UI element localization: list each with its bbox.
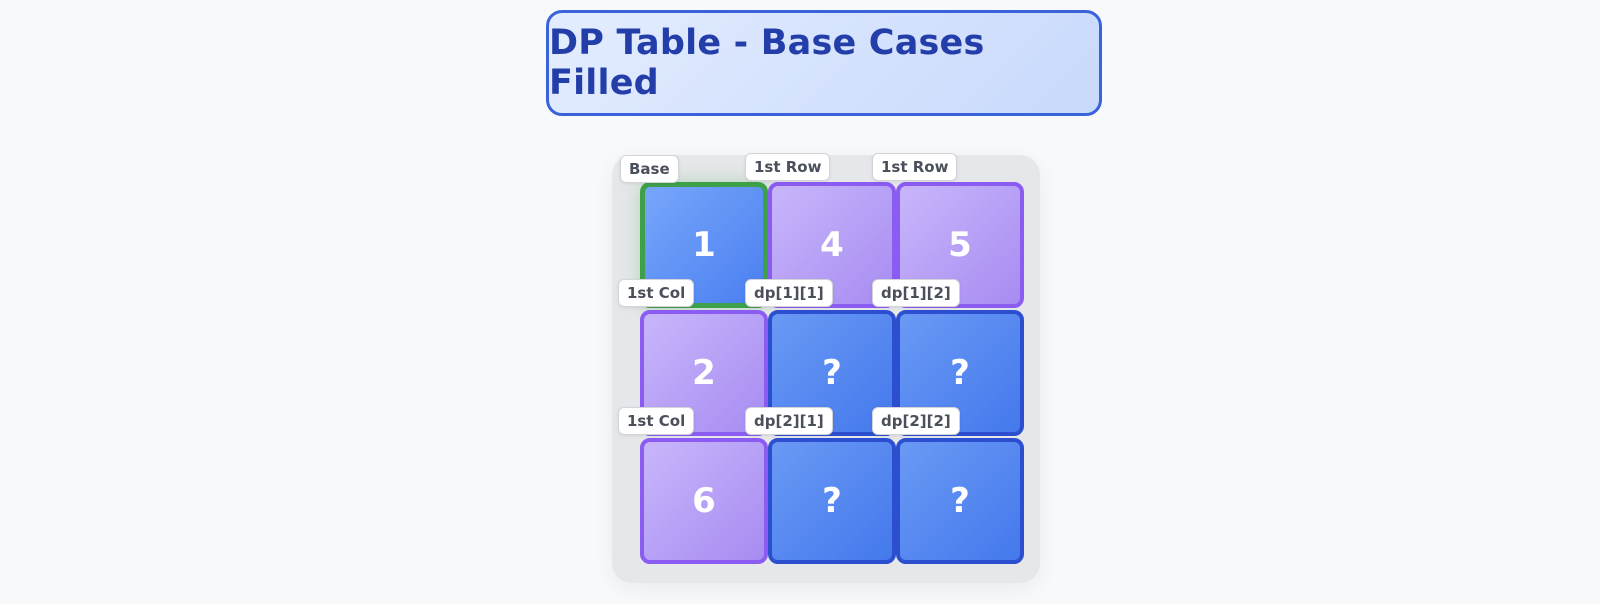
page-title: DP Table - Base Cases Filled [549, 23, 985, 103]
cell-label-0-1: 1st Row [745, 153, 831, 181]
cell-label-1-2: dp[1][2] [872, 279, 960, 307]
cell-value: 4 [820, 225, 844, 265]
cell-label-1-1: dp[1][1] [745, 279, 833, 307]
cell-value: 6 [692, 481, 716, 521]
cell-value: ? [950, 353, 970, 393]
dp-cell-2-2: ? [896, 438, 1024, 564]
cell-label-2-0: 1st Col [618, 407, 695, 435]
cell-value: 5 [948, 225, 972, 265]
cell-label-1-0: 1st Col [618, 279, 695, 307]
cell-label-2-2: dp[2][2] [872, 407, 960, 435]
cell-label-2-1: dp[2][1] [745, 407, 833, 435]
cell-value: ? [822, 353, 842, 393]
cell-label-0-0: Base [620, 155, 679, 183]
cell-value: 1 [692, 225, 716, 265]
cell-value: ? [822, 481, 842, 521]
cell-label-0-2: 1st Row [872, 153, 958, 181]
dp-cell-2-0: 6 [640, 438, 768, 564]
title-banner: DP Table - Base Cases Filled [546, 10, 1102, 116]
cell-value: 2 [692, 353, 716, 393]
dp-cell-2-1: ? [768, 438, 896, 564]
cell-value: ? [950, 481, 970, 521]
